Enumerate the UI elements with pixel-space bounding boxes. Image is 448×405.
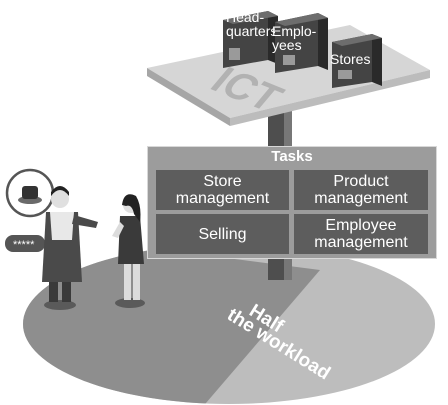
server-label-stores: Stores: [330, 51, 370, 67]
coffee-cup-icon: [22, 186, 38, 199]
server-stores: Stores: [330, 34, 382, 88]
speech-bubble-left: *****: [5, 235, 45, 252]
building-icon: [229, 48, 240, 60]
tasks-title: Tasks: [271, 148, 313, 165]
task-selling: Selling: [156, 214, 289, 254]
server-label-headquarters: Head-quarters: [226, 9, 277, 39]
svg-text:*****: *****: [13, 239, 35, 251]
tasks-panel: Tasks Store management Product managemen…: [147, 146, 437, 259]
coffee-bubble: [5, 168, 55, 218]
task-store-management: Store management: [156, 170, 289, 210]
server-label-employees: Emplo-yees: [272, 23, 317, 53]
people-icon: [283, 55, 295, 65]
store-clerk-figure: [42, 186, 98, 310]
task-employee-management: Employee management: [294, 214, 428, 254]
server-headquarters: Head-quarters: [223, 9, 278, 68]
half-shaded-area: [23, 244, 320, 404]
store-icon: [338, 70, 352, 79]
server-employees: Emplo-yees: [272, 13, 328, 73]
customer-figure: [112, 194, 145, 308]
task-product-management: Product management: [294, 170, 428, 210]
